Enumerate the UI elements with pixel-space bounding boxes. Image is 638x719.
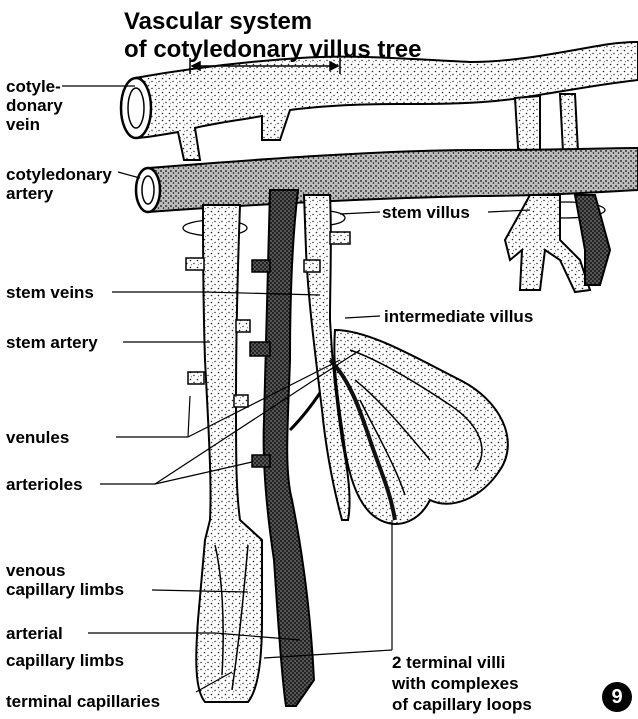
label-terminal-capillaries: terminal capillaries xyxy=(6,693,160,710)
label-cotyledonary-artery-2: artery xyxy=(6,185,53,202)
label-intermediate-villus: intermediate villus xyxy=(384,308,533,325)
label-venules: venules xyxy=(6,429,69,446)
label-terminal-villi-2: with complexes xyxy=(392,675,519,692)
label-terminal-villi-3: of capillary loops xyxy=(392,696,532,713)
figure-number-badge: 9 xyxy=(602,682,632,712)
label-terminal-villi-1: 2 terminal villi xyxy=(392,654,505,671)
label-cotyledonary-vein-2: donary xyxy=(6,97,63,114)
label-cotyledonary-vein-1: cotyle- xyxy=(6,78,61,95)
capillary-loop-complex xyxy=(330,330,508,524)
label-cotyledonary-vein-3: vein xyxy=(6,116,40,133)
label-cotyledonary-artery-1: cotyledonary xyxy=(6,166,112,183)
label-venous-capillary-limbs-2: capillary limbs xyxy=(6,581,124,598)
label-arterial-capillary-limbs-2: capillary limbs xyxy=(6,652,124,669)
left-stem-villus xyxy=(186,205,262,702)
label-stem-veins: stem veins xyxy=(6,284,94,301)
label-stem-artery: stem artery xyxy=(6,334,98,351)
label-venous-capillary-limbs-1: venous xyxy=(6,562,66,579)
upper-right-branches xyxy=(505,195,610,292)
label-arterial-capillary-limbs-1: arterial xyxy=(6,625,63,642)
label-arterioles: arterioles xyxy=(6,476,83,493)
diagram-title-line-1: Vascular system xyxy=(124,10,312,34)
diagram-title-line-2: of cotyledonary villus tree xyxy=(124,38,421,62)
label-stem-villus: stem villus xyxy=(382,204,470,221)
